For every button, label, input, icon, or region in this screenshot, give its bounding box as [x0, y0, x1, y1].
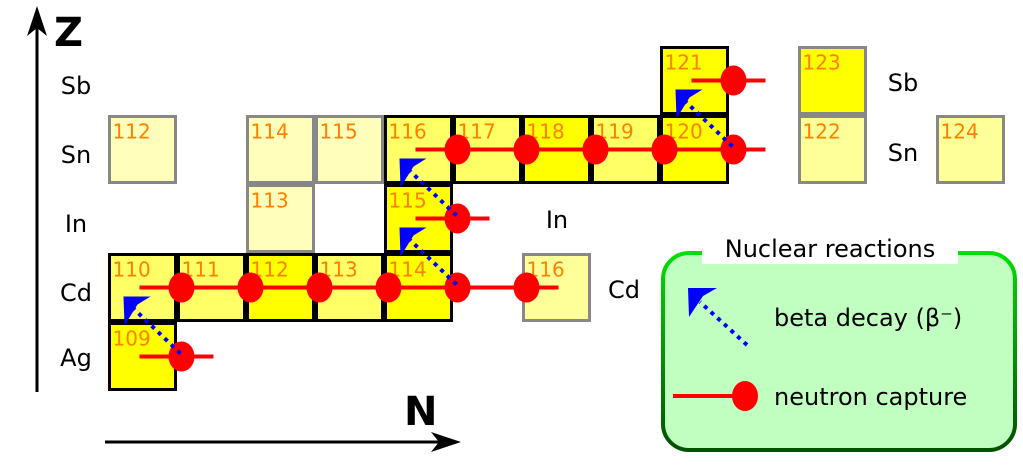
isotope-mass-label: 113: [251, 189, 289, 213]
isotope-mass-label: 109: [113, 327, 151, 351]
element-label: Sn: [61, 141, 91, 169]
isotope-box-sn-115: 115: [315, 115, 384, 184]
capture-dot: [306, 272, 333, 303]
capture-dot: [168, 272, 195, 303]
legend-title-bg: [702, 240, 958, 264]
beta-decay-arrow: [399, 158, 458, 217]
isotope-box-sn-122: 122: [798, 115, 867, 184]
element-label: Sb: [61, 72, 91, 100]
isotope-mass-label: 116: [389, 120, 427, 144]
isotope-box-in-113: 113: [246, 184, 315, 253]
legend-capture-symbol: [673, 381, 758, 411]
capture-dot: [444, 134, 471, 165]
capture-dot: [168, 341, 195, 372]
beta-decay-arrow: [675, 89, 734, 148]
isotope-mass-label: 115: [389, 189, 427, 213]
isotope-mass-label: 112: [113, 120, 151, 144]
capture-dot: [237, 272, 264, 303]
isotope-mass-label: 110: [113, 258, 151, 282]
isotope-box-sn-124: 124: [936, 115, 1005, 184]
isotope-mass-label: 115: [320, 120, 358, 144]
element-labels-left: Sb Sn In Cd Ag: [60, 72, 92, 372]
beta-line: [408, 238, 458, 286]
isotope-box-rect: [246, 115, 315, 184]
element-label: Cd: [60, 279, 92, 307]
capture-dot: [651, 134, 678, 165]
legend-title: Nuclear reactions: [725, 235, 935, 263]
isotope-mass-label: 122: [803, 120, 841, 144]
isotope-box-rect: [246, 184, 315, 253]
element-labels-right: Sb Sn In Cd: [546, 69, 918, 304]
element-label: Sn: [888, 139, 918, 167]
n-axis: N: [105, 389, 461, 452]
beta-decay-arrow: [123, 296, 182, 355]
element-label: Sb: [888, 69, 918, 97]
element-label: In: [546, 206, 568, 234]
legend-capture-label: neutron capture: [774, 383, 967, 411]
beta-line: [132, 307, 182, 355]
beta-arrowhead: [399, 158, 427, 188]
beta-arrowhead: [399, 227, 427, 257]
capture-dot: [444, 203, 471, 234]
isotope-mass-label: 121: [665, 51, 703, 75]
isotope-box-rect: [936, 115, 1005, 184]
neutron-capture-chain: [691, 65, 766, 96]
isotope-box-sn-114: 114: [246, 115, 315, 184]
beta-line: [684, 100, 734, 148]
neutron-capture-chain: [415, 134, 766, 165]
n-axis-label: N: [404, 389, 437, 435]
capture-dot: [375, 272, 402, 303]
legend-beta-symbol: [688, 288, 749, 347]
z-axis-label: Z: [54, 10, 83, 56]
element-label: In: [65, 210, 87, 238]
isotope-box-rect: [108, 115, 177, 184]
isotope-box-rect: [798, 46, 867, 115]
isotope-mass-label: 123: [803, 51, 841, 75]
isotope-box-rect: [798, 115, 867, 184]
capture-dot: [513, 134, 540, 165]
legend-beta-label: beta decay (β⁻): [774, 304, 962, 332]
beta-decay-arrow: [399, 227, 458, 286]
z-axis: Z: [27, 6, 83, 392]
beta-arrowhead: [123, 296, 151, 326]
neutron-capture-chain: [139, 341, 214, 372]
capture-dot: [720, 65, 747, 96]
isotope-box-sb-123: 123: [798, 46, 867, 115]
isotope-box-sn-116: 116: [384, 115, 453, 184]
neutron-capture-chain: [415, 203, 490, 234]
capture-dot: [513, 272, 540, 303]
capture-dot: [720, 134, 747, 165]
neutron-capture-chain: [139, 272, 559, 303]
element-label: Cd: [608, 276, 640, 304]
capture-dot: [444, 272, 471, 303]
beta-line: [408, 169, 458, 217]
isotope-box-rect: [315, 115, 384, 184]
isotope-mass-label: 124: [941, 120, 979, 144]
neutron-captures: [139, 65, 766, 372]
n-axis-arrowhead: [431, 432, 461, 452]
z-axis-arrowhead: [27, 6, 47, 36]
legend-box: [661, 251, 1017, 452]
isotope-mass-label: 114: [251, 120, 289, 144]
isotope-box-sn-112: 112: [108, 115, 177, 184]
element-label: Ag: [60, 344, 92, 372]
beta-decays: [123, 89, 734, 355]
capture-dot: [582, 134, 609, 165]
legend: Nuclear reactions beta decay (β⁻) neutro…: [661, 235, 1017, 452]
beta-arrowhead: [675, 89, 703, 119]
